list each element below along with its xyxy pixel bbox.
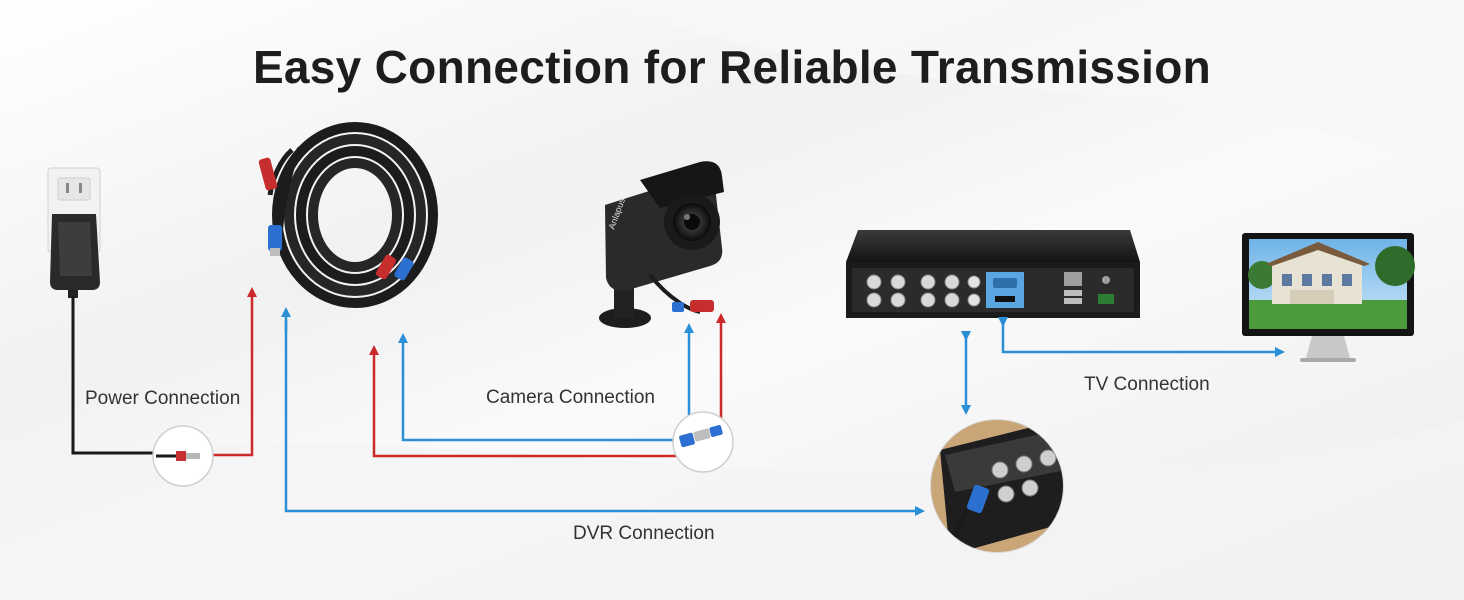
- tv-connection-label: TV Connection: [1084, 374, 1210, 395]
- tv-connection-line: [998, 317, 1285, 357]
- page-title: Easy Connection for Reliable Transmissio…: [252, 41, 1212, 93]
- camera-connector-detail-circle: [672, 411, 734, 473]
- power-plug-detail-circle: [152, 425, 214, 487]
- power-adapter-icon: [50, 214, 100, 298]
- security-camera-icon: Anlapus: [599, 161, 724, 328]
- camera-red-return-line: [369, 345, 688, 458]
- dvr-connection-label: DVR Connection: [573, 523, 715, 544]
- power-adapter-cable: [71, 296, 170, 455]
- dvr-closeup-circle: [930, 419, 1064, 553]
- power-connection-line: [200, 287, 257, 457]
- camera-blue-return-line: [398, 333, 688, 442]
- tv-monitor-icon: [1242, 233, 1415, 362]
- power-connection-label: Power Connection: [85, 388, 241, 409]
- camera-connection-label: Camera Connection: [486, 387, 655, 408]
- bnc-coil-cable-icon: [258, 122, 438, 308]
- dvr-connection-line: [284, 320, 925, 516]
- dvr-recorder-icon: [846, 230, 1140, 318]
